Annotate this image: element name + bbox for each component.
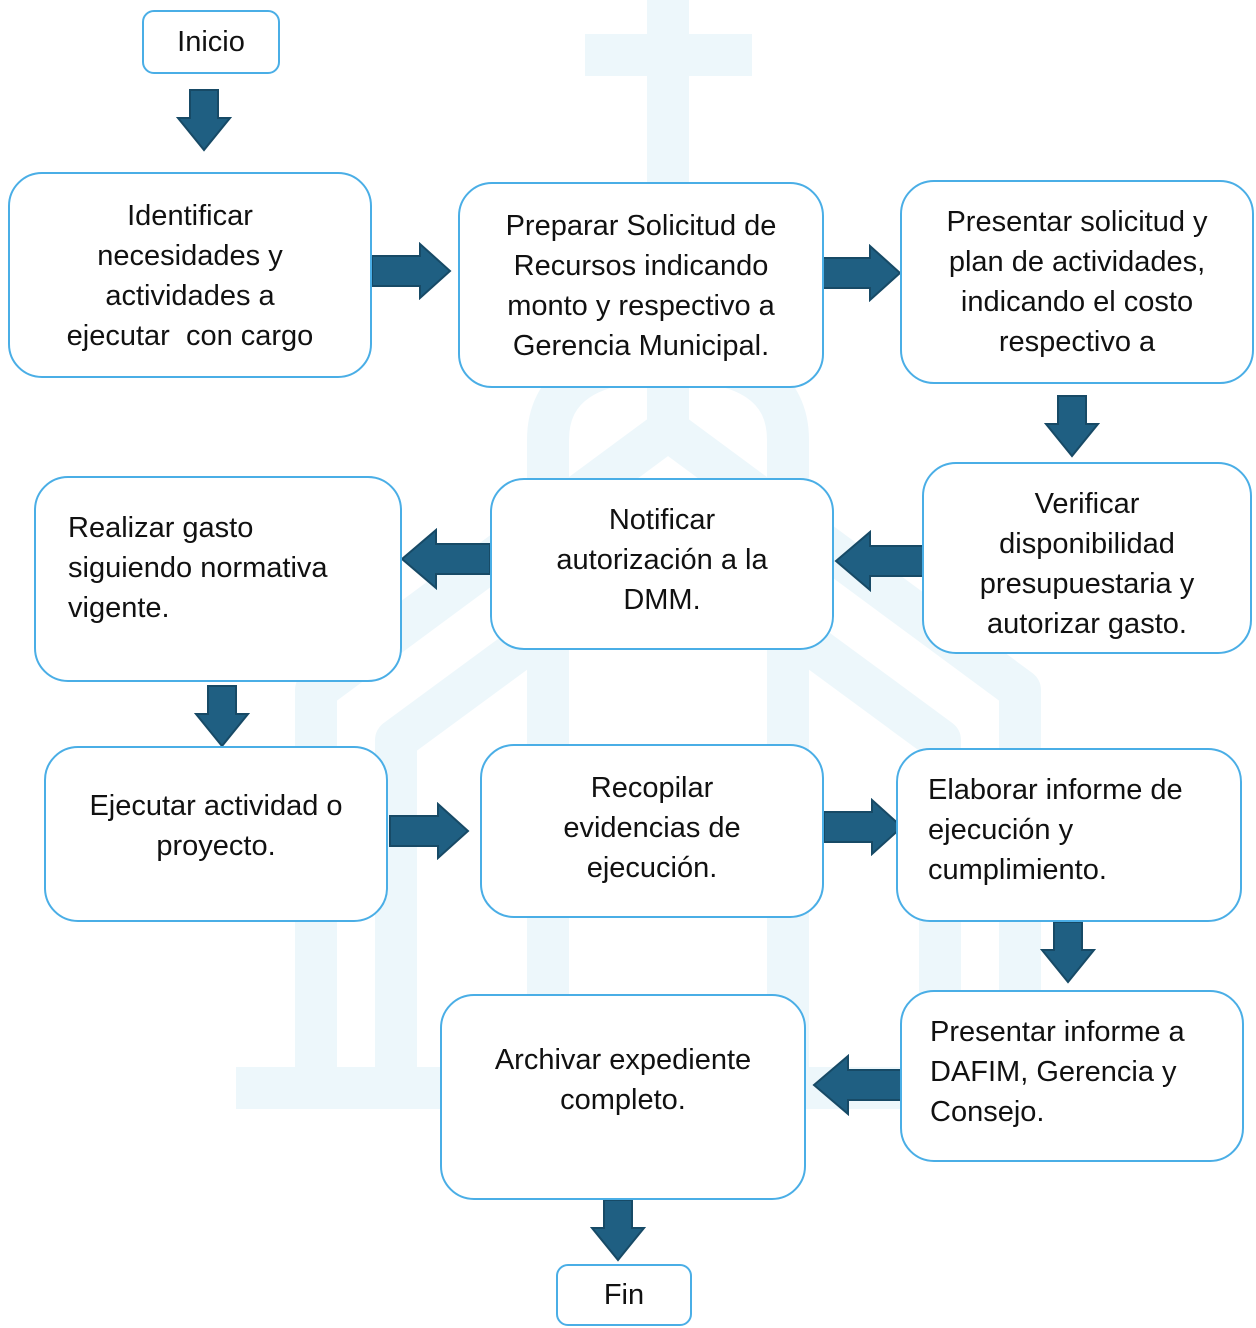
step-line: monto y respectivo a	[507, 290, 775, 322]
start-label: Inicio	[177, 26, 245, 58]
arrow-down-icon	[1044, 395, 1100, 458]
step-line: vigente.	[68, 592, 170, 624]
step-line: autorización a la	[556, 544, 768, 576]
step-realizar: Realizar gasto siguiendo normativa vigen…	[34, 476, 402, 682]
step-line: proyecto.	[156, 830, 276, 862]
step-line: actividades a	[105, 280, 275, 312]
step-line: Presentar solicitud y	[946, 206, 1208, 238]
step-line: evidencias de	[563, 812, 741, 844]
step-line: ejecutar con cargo	[66, 320, 314, 352]
step-line: Presentar informe a	[930, 1016, 1185, 1048]
step-line: plan de actividades,	[948, 246, 1206, 278]
step-line: DMM.	[623, 584, 701, 616]
step-line: Gerencia Municipal.	[512, 330, 770, 362]
step-line: Archivar expediente	[494, 1044, 752, 1076]
arrow-left-icon	[400, 528, 491, 590]
step-verificar: Verificar disponibilidad presupuestaria …	[922, 462, 1252, 654]
start-node: Inicio	[142, 10, 280, 74]
arrow-right-icon	[821, 244, 902, 302]
step-line: Ejecutar actividad o	[89, 790, 343, 822]
step-line: indicando el costo	[960, 286, 1194, 318]
step-line: Verificar	[1034, 488, 1140, 520]
step-line: Preparar Solicitud de	[505, 210, 777, 242]
step-notificar: Notificar autorización a la DMM.	[490, 478, 834, 650]
step-line: autorizar gasto.	[987, 608, 1187, 640]
step-preparar: Preparar Solicitud de Recursos indicando…	[458, 182, 824, 388]
step-line: Realizar gasto	[68, 512, 254, 544]
step-line: Identificar	[127, 200, 253, 232]
arrow-right-icon	[371, 242, 452, 300]
step-line: siguiendo normativa	[68, 552, 328, 584]
step-line: Consejo.	[930, 1096, 1045, 1128]
step-line: ejecución y	[928, 814, 1074, 846]
step-line: Elaborar informe de	[928, 774, 1183, 806]
step-ejecutar: Ejecutar actividad o proyecto.	[44, 746, 388, 922]
end-label: Fin	[603, 1279, 645, 1311]
arrow-down-icon	[194, 685, 250, 748]
step-line: cumplimiento.	[928, 854, 1107, 886]
step-archivar: Archivar expediente completo.	[440, 994, 806, 1200]
arrow-right-icon	[389, 802, 470, 860]
step-line: disponibilidad	[999, 528, 1175, 560]
step-line: Recopilar	[590, 772, 714, 804]
arrow-down-icon	[176, 89, 232, 152]
step-identificar: Identificar necesidades y actividades a …	[8, 172, 372, 378]
arrow-down-icon	[1040, 921, 1096, 984]
arrow-down-icon	[590, 1199, 646, 1262]
step-line: Recursos indicando	[513, 250, 769, 282]
step-elaborar: Elaborar informe de ejecución y cumplimi…	[896, 748, 1242, 922]
step-presentar-informe: Presentar informe a DAFIM, Gerencia y Co…	[900, 990, 1244, 1162]
step-line: ejecución.	[586, 852, 718, 884]
arrow-left-icon	[812, 1054, 903, 1116]
arrow-left-icon	[834, 530, 925, 592]
step-line: respectivo a	[998, 326, 1156, 358]
end-node: Fin	[556, 1264, 692, 1326]
step-line: Notificar	[608, 504, 716, 536]
step-line: completo.	[560, 1084, 686, 1116]
step-line: necesidades y	[97, 240, 283, 272]
step-presentar-solicitud: Presentar solicitud y plan de actividade…	[900, 180, 1254, 384]
step-line: presupuestaria y	[979, 568, 1195, 600]
arrow-right-icon	[823, 798, 904, 856]
step-recopilar: Recopilar evidencias de ejecución.	[480, 744, 824, 918]
step-line: DAFIM, Gerencia y	[930, 1056, 1177, 1088]
